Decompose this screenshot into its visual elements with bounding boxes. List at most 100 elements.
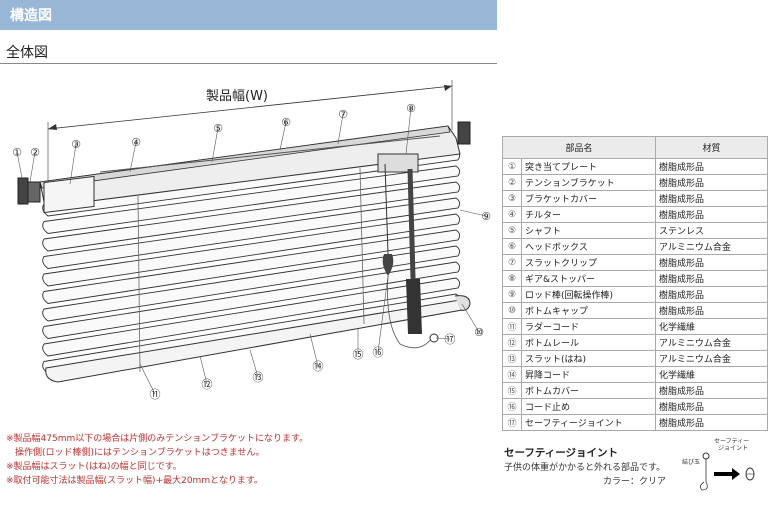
part-material: 樹脂成形品 bbox=[655, 158, 768, 175]
part-material: 樹脂成形品 bbox=[655, 398, 768, 415]
part-number: ③ bbox=[502, 190, 522, 207]
part-name: ラダーコード bbox=[521, 318, 656, 335]
callout-leader bbox=[377, 275, 389, 353]
part-name: ヘッドボックス bbox=[521, 238, 656, 255]
slat bbox=[42, 213, 461, 287]
part-material: 樹脂成形品 bbox=[655, 190, 768, 207]
safety-joint-illustration: セーフティー ジョイント 結び玉 bbox=[682, 438, 755, 491]
slat bbox=[42, 165, 461, 234]
part-material: 樹脂成形品 bbox=[655, 206, 768, 223]
callout-number: ⑤ bbox=[213, 122, 223, 135]
part-name: スラットクリップ bbox=[521, 254, 656, 271]
part-material: 樹脂成形品 bbox=[655, 302, 768, 319]
part-number: ④ bbox=[502, 206, 522, 223]
callout-leader bbox=[139, 363, 156, 395]
part-number: ⑤ bbox=[502, 222, 522, 239]
part-number: ② bbox=[502, 174, 522, 191]
part-number: ⑦ bbox=[502, 254, 522, 271]
part-material: 樹脂成形品 bbox=[655, 382, 768, 399]
callout-leader bbox=[435, 337, 451, 340]
bottom-cap bbox=[454, 295, 471, 311]
gear-stopper bbox=[377, 153, 419, 173]
diagram-title: 全体図 bbox=[6, 45, 48, 61]
callout-leader bbox=[279, 121, 287, 151]
part-material: 化学繊維 bbox=[655, 318, 768, 335]
part-name: ボトムキャップ bbox=[521, 302, 656, 319]
part-name: ブラケットカバー bbox=[521, 190, 656, 207]
part-name: 突き当てプレート bbox=[521, 158, 656, 175]
callout-leader bbox=[249, 349, 259, 378]
safety-joint-description: 子供の体重がかかると外れる部品です。 bbox=[504, 463, 666, 473]
slat bbox=[42, 261, 461, 339]
callout-leader bbox=[309, 333, 319, 367]
part-number: ⑫ bbox=[502, 334, 522, 351]
part-name: テンションブラケット bbox=[521, 174, 656, 191]
callout-number: ⑥ bbox=[281, 116, 291, 129]
width-arrow-left bbox=[48, 124, 57, 130]
notes: ※製品幅475mm以下の場合は片側のみテンションブラケットになります。 操作側(… bbox=[6, 432, 308, 488]
slats-group bbox=[42, 149, 461, 374]
part-number: ⑮ bbox=[502, 382, 522, 399]
callout-number: ⑪ bbox=[150, 388, 161, 401]
callout-number: ⑧ bbox=[406, 102, 416, 115]
header-material: 材質 bbox=[655, 136, 768, 159]
section-title: 構造図 bbox=[10, 8, 52, 24]
part-name: ロッド棒(回転操作棒) bbox=[521, 286, 656, 303]
safety-joint-cord bbox=[387, 275, 433, 349]
part-material: 化学繊維 bbox=[655, 366, 768, 383]
part-material: アルミニウム合金 bbox=[655, 334, 768, 351]
sj-label-side: 結び玉 bbox=[682, 458, 700, 466]
callout-number: ④ bbox=[131, 136, 141, 149]
shaft bbox=[99, 135, 441, 173]
callout-number: ③ bbox=[71, 138, 81, 151]
right-end-plate bbox=[457, 121, 471, 145]
callout-number: ① bbox=[12, 146, 22, 159]
part-name: 昇降コード bbox=[521, 366, 656, 383]
slat bbox=[42, 245, 461, 322]
callout-leader bbox=[405, 107, 412, 155]
callout-number: ⑨ bbox=[481, 210, 491, 223]
part-number: ⑧ bbox=[502, 270, 522, 287]
safety-joint-color: カラー：クリア bbox=[603, 477, 667, 487]
part-material: 樹脂成形品 bbox=[655, 270, 768, 287]
part-name: スラット(はね) bbox=[521, 350, 656, 367]
callout-number: ② bbox=[30, 146, 40, 159]
slat bbox=[42, 197, 461, 269]
part-number: ⑰ bbox=[502, 414, 522, 431]
callout-number: ⑭ bbox=[313, 360, 324, 373]
part-name: ギア&ストッパー bbox=[521, 270, 656, 287]
part-number: ⑩ bbox=[502, 302, 522, 319]
callout-leader bbox=[129, 141, 137, 173]
callout-number: ⑦ bbox=[338, 108, 348, 121]
part-name: コード止め bbox=[521, 398, 656, 415]
callout-leader bbox=[69, 143, 77, 185]
callout-leader bbox=[29, 151, 36, 183]
callout-leader bbox=[199, 355, 208, 385]
section-header: 構造図 bbox=[0, 0, 497, 30]
width-dimension-line bbox=[47, 85, 453, 130]
sj-label-top: セーフティー bbox=[714, 438, 749, 445]
note-2: 操作側(ロッド棒側)にはテンションブラケットはつきません。 bbox=[6, 448, 265, 458]
callout-leader bbox=[337, 113, 344, 145]
sj-knot-icon bbox=[702, 452, 710, 460]
ladder-cord-left bbox=[137, 195, 141, 373]
part-material: アルミニウム合金 bbox=[655, 238, 768, 255]
callout-number: ⑰ bbox=[445, 333, 456, 346]
callout-number: ⑮ bbox=[353, 348, 364, 361]
note-4: ※取付可能寸法は製品幅(スラット幅)+最大20mmとなります。 bbox=[6, 476, 263, 486]
